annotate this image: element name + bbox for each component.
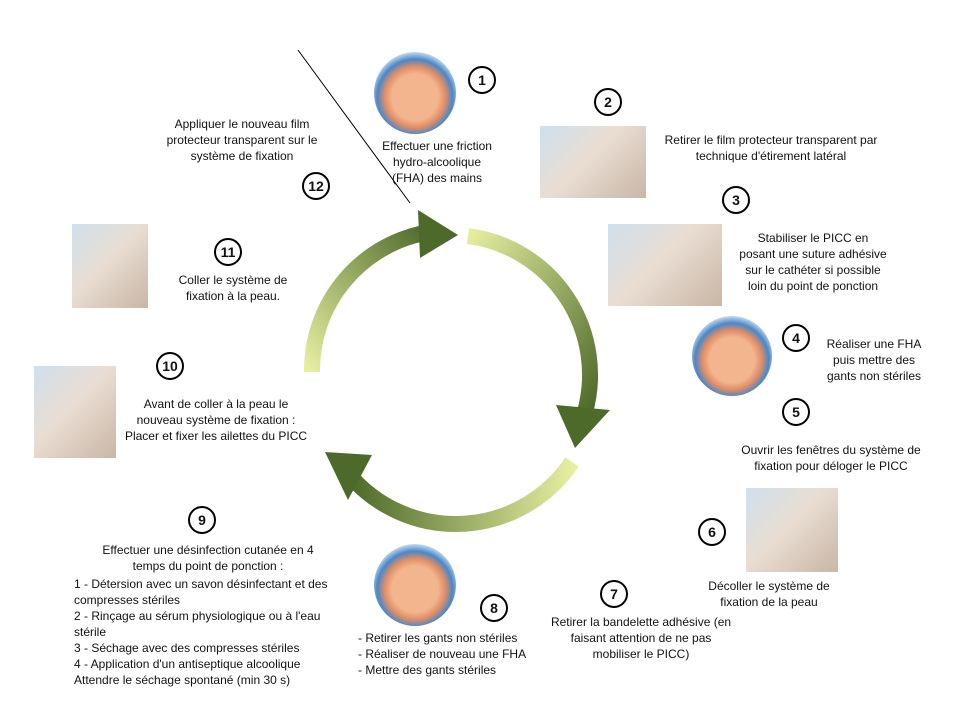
step-4-text: Réaliser une FHA puis mettre des gants n… (826, 337, 922, 383)
step-2-text: Retirer le film protecteur transparent p… (664, 133, 878, 163)
step-5-text: Ouvrir les fenêtres du système de fixati… (741, 443, 921, 473)
step-number-4: 4 (782, 324, 810, 352)
arrow-top-head (418, 210, 458, 258)
step-11-text: Coller le système de fixation à la peau. (178, 273, 288, 303)
step-9-line: 3 - Séchage avec des compresses stériles (74, 641, 300, 655)
step-number-11: 11 (214, 238, 242, 266)
step-10-photo (34, 366, 116, 458)
step-11-photo (72, 224, 148, 308)
step-7-text: Retirer la bandelette adhésive (en faisa… (550, 615, 732, 661)
step-number-3: 3 (722, 186, 750, 214)
step-number-6: 6 (698, 518, 726, 546)
step-9-line: 4 - Application d'un antiseptique alcool… (74, 657, 301, 671)
step-2-photo (540, 126, 646, 198)
step-9-line: Attendre le séchage spontané (min 30 s) (74, 673, 291, 687)
step-6-text: Décoller le système de fixation de la pe… (708, 579, 830, 609)
step-8-line: - Retirer les gants non stériles (358, 631, 518, 645)
arrow-bottom-head (325, 452, 372, 500)
step-9-text: Effectuer une désinfection cutanée en 4 … (102, 543, 314, 573)
step-number-10: 10 (156, 352, 184, 380)
hand-rub-photo-4 (692, 316, 772, 396)
step-1-text: Effectuer une friction hydro-alcoolique … (382, 139, 492, 185)
step-number-7: 7 (600, 580, 628, 608)
step-10-text: Avant de coller à la peau le nouveau sys… (124, 397, 308, 443)
step-number-12: 12 (302, 172, 330, 200)
divider-line (297, 49, 411, 204)
step-3-photo (608, 224, 722, 306)
hand-rub-photo-8 (374, 544, 456, 626)
step-6-photo (746, 488, 838, 572)
arrow-right-head (556, 405, 610, 448)
arrow-bottom (346, 457, 579, 532)
step-number-9: 9 (188, 506, 216, 534)
step-8-line: - Mettre des gants stériles (358, 663, 497, 677)
step-9-line: 2 - Rinçage au sérum physiologique ou à … (74, 609, 321, 639)
step-3-text: Stabiliser le PICC en posant une suture … (739, 231, 887, 293)
arrow-top (303, 224, 432, 373)
step-8-line: - Réaliser de nouveau une FHA (358, 647, 527, 661)
hand-rub-photo-1 (374, 52, 456, 134)
step-number-2: 2 (594, 88, 622, 116)
step-12-text: Appliquer le nouveau film protecteur tra… (166, 117, 318, 163)
step-9-list: 1 - Détersion avec un savon désinfectant… (74, 576, 344, 688)
step-9-line: 1 - Détersion avec un savon désinfectant… (74, 577, 328, 607)
step-number-5: 5 (782, 398, 810, 426)
arrow-right (466, 228, 599, 415)
step-8-list: - Retirer les gants non stériles - Réali… (358, 630, 548, 678)
step-number-1: 1 (468, 66, 496, 94)
step-number-8: 8 (480, 594, 508, 622)
